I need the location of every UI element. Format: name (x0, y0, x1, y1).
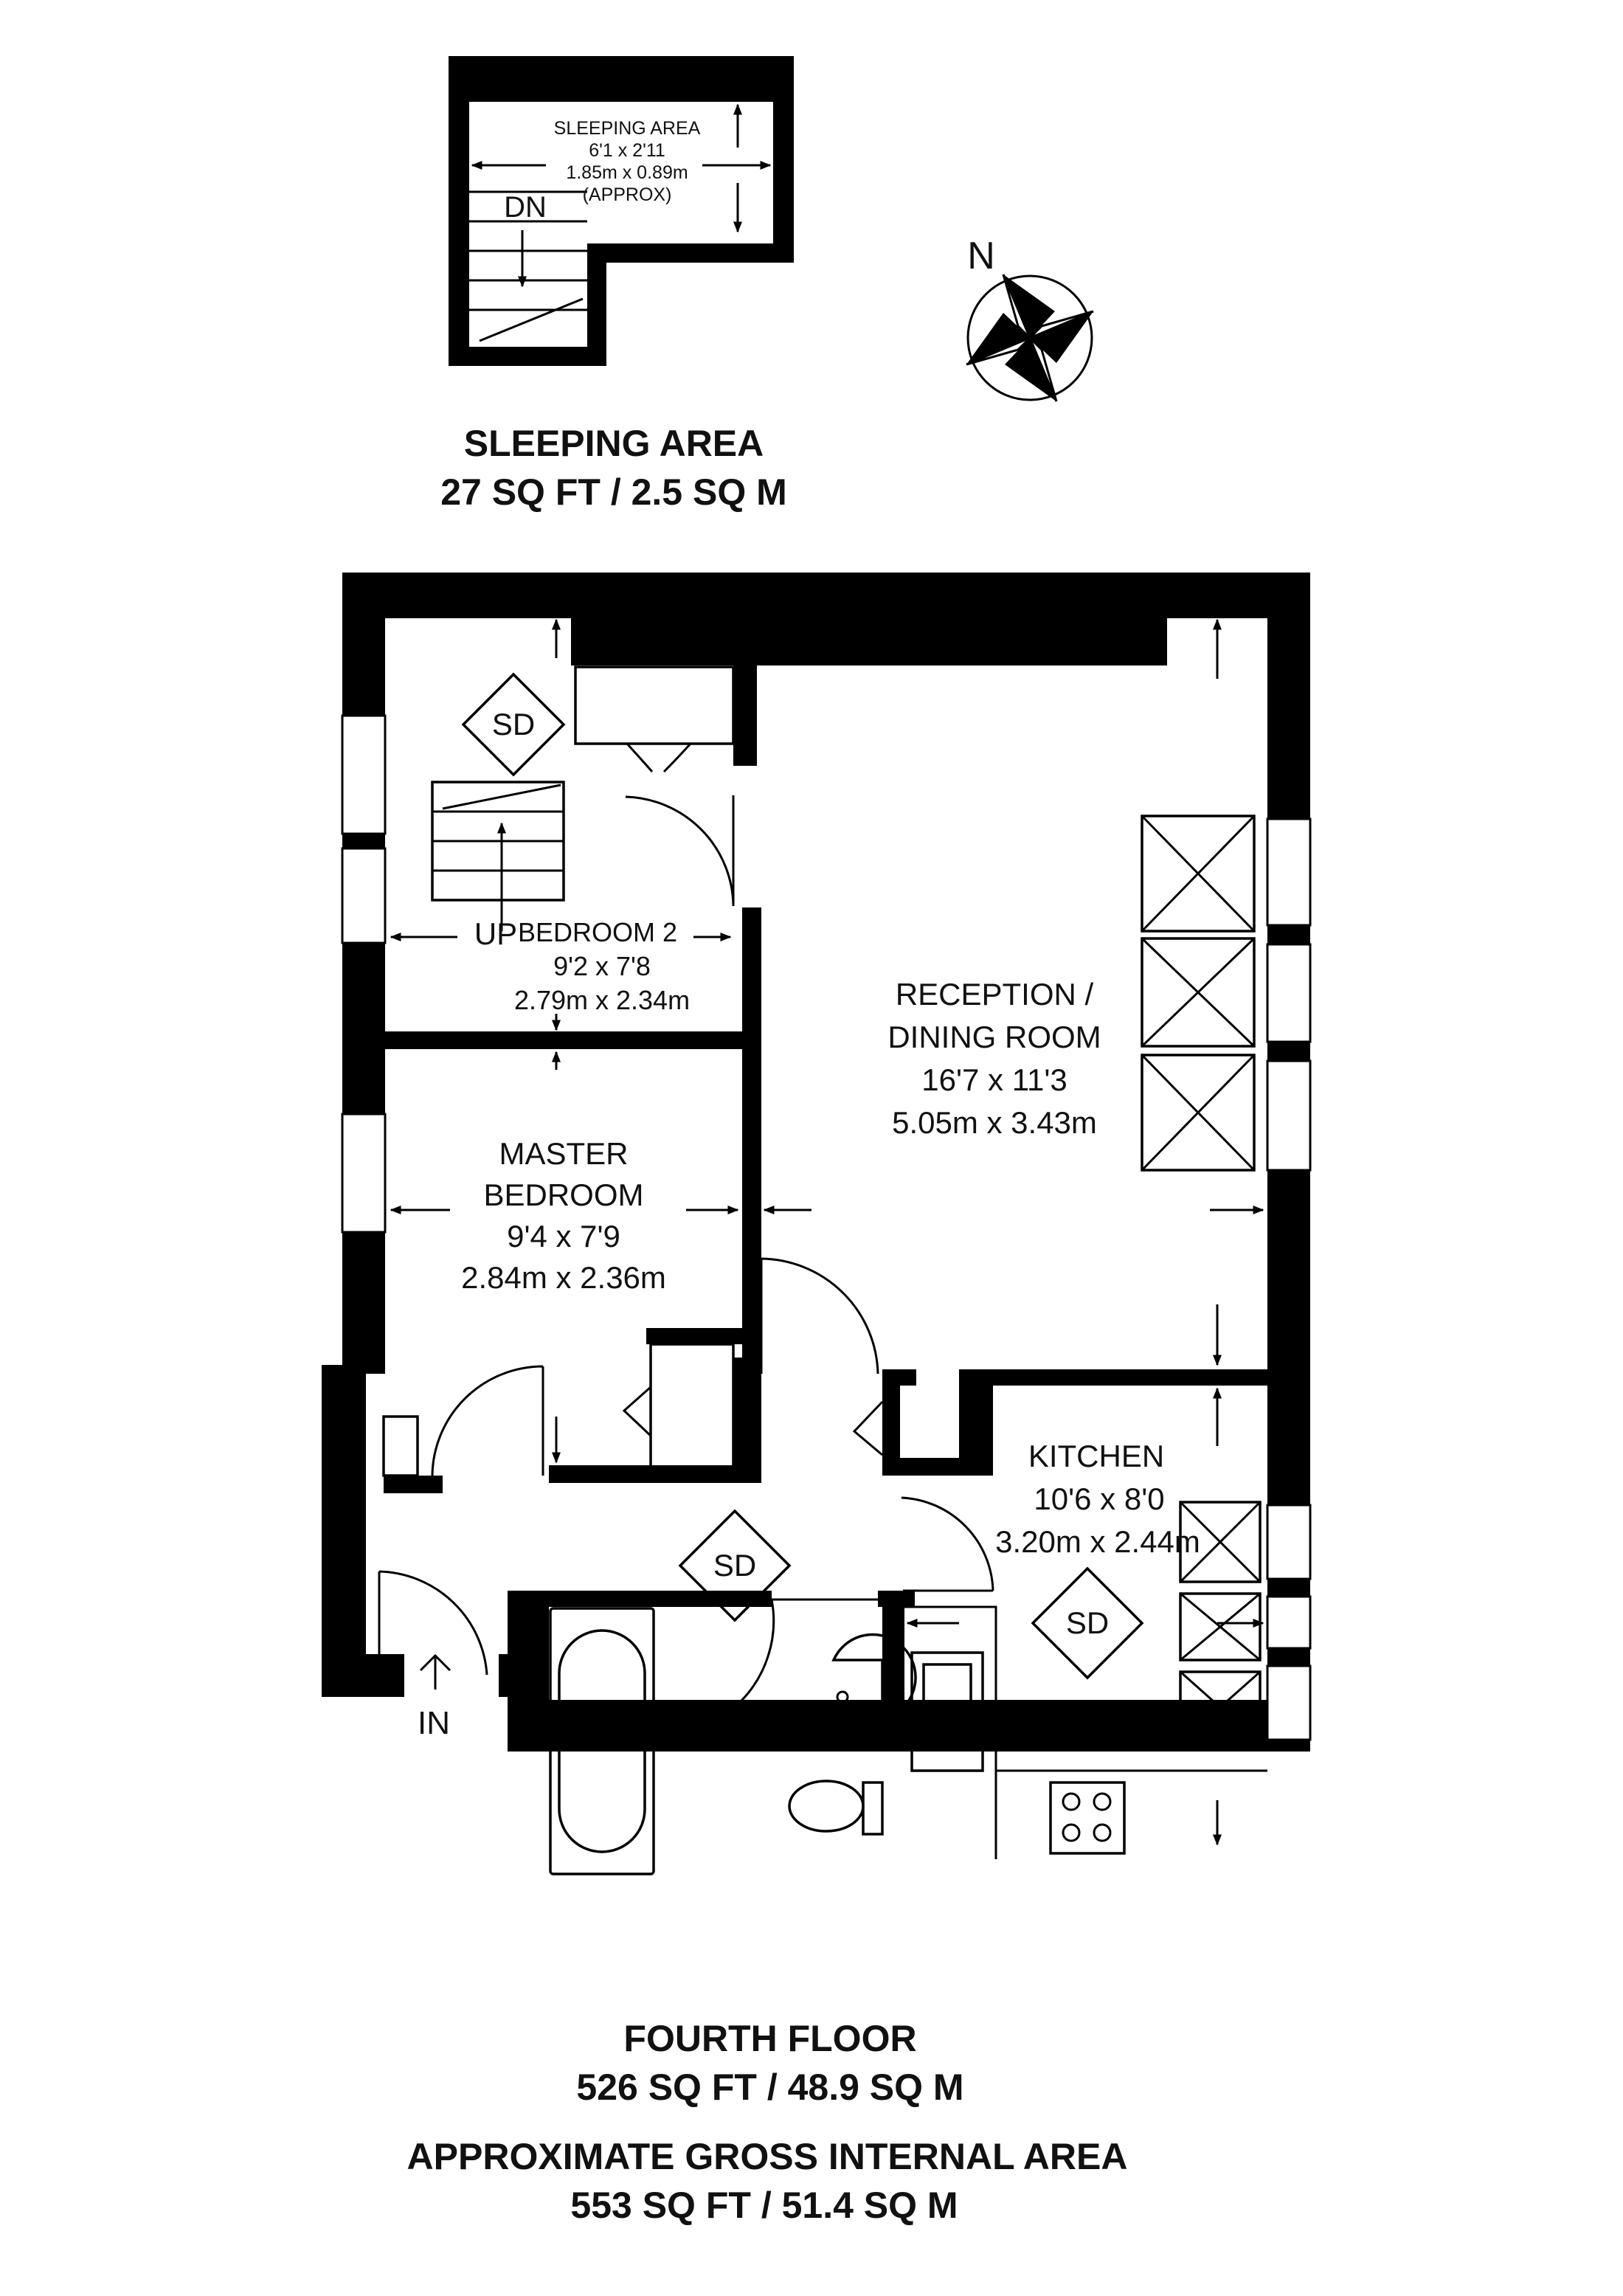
entrance-door-swing (378, 1570, 488, 1697)
window (341, 847, 387, 944)
reception-size-metric: 5.05m x 3.43m (892, 1105, 1097, 1140)
cupboard (382, 1415, 419, 1477)
dimension-arrows (390, 618, 1264, 1846)
master-bedroom-name-line2: BEDROOM (483, 1178, 643, 1212)
wardrobe (649, 1343, 735, 1468)
sleeping-area-name: SLEEPING AREA (554, 118, 701, 139)
master-bedroom-size-imperial: 9'4 x 7'9 (507, 1219, 620, 1254)
door-swing (760, 1257, 879, 1375)
sleeping-area-size-metric: 1.85m x 0.89m (566, 162, 688, 183)
door-swing (736, 1598, 878, 1706)
kitchen-size-metric: 3.20m x 2.44m (995, 1524, 1200, 1559)
sleeping-area-size-imperial: 6'1 x 2'11 (589, 140, 665, 161)
skylight (1141, 815, 1256, 933)
smoke-detector-icon (461, 672, 566, 777)
window (1266, 1595, 1312, 1650)
skylight (1141, 1054, 1256, 1172)
window (1266, 943, 1312, 1043)
window (1266, 1504, 1312, 1580)
reception-name-line1: RECEPTION / (896, 977, 1094, 1012)
kitchen-name: KITCHEN (1028, 1439, 1164, 1473)
door-swing (625, 795, 735, 907)
entrance-label: IN (418, 1705, 450, 1741)
gross-area-title: APPROXIMATE GROSS INTERNAL AREA (407, 2136, 1128, 2177)
floor-area: 526 SQ FT / 48.9 SQ M (576, 2067, 963, 2108)
skylights (1141, 815, 1262, 1744)
wardrobe (574, 665, 735, 745)
cupboard-door (852, 1400, 884, 1456)
door-swing (901, 1496, 994, 1592)
stair-up-label: UP (474, 916, 517, 951)
skylight (1141, 937, 1256, 1048)
kitchen-size-imperial: 10'6 x 8'0 (1034, 1481, 1164, 1516)
floor-title: FOURTH FLOOR (623, 2018, 916, 2059)
sleeping-area-note: (APPROX) (583, 184, 672, 205)
sleeping-area-walls (449, 56, 794, 366)
kitchen-fixtures (904, 1605, 1267, 1859)
hob (1049, 1781, 1126, 1855)
sink (910, 1651, 984, 1772)
floor-plan-walls (322, 573, 1310, 1752)
compass-north-label: N (967, 235, 995, 277)
sleeping-area-caption-area: 27 SQ FT / 2.5 SQ M (440, 471, 787, 513)
window (1266, 1059, 1312, 1172)
bathroom-fixtures (549, 1607, 917, 1875)
door-swing (431, 1365, 544, 1476)
smoke-detector-icon (1031, 1566, 1144, 1680)
wardrobe-door (626, 742, 692, 773)
windows (341, 714, 1312, 1741)
skylight (1179, 1670, 1262, 1744)
compass-rose-icon (966, 274, 1094, 402)
sleeping-area-plan: SLEEPING AREA 6'1 x 2'11 1.85m x 0.89m (… (449, 56, 794, 366)
sleeping-area-stair (469, 190, 587, 342)
entrance-arrow-icon (419, 1653, 451, 1690)
doors (378, 795, 994, 1706)
smoke-detector-icon (678, 1509, 792, 1622)
bedroom2-size-imperial: 9'2 x 7'8 (553, 951, 651, 981)
gross-area-value: 553 SQ FT / 51.4 SQ M (570, 2185, 958, 2226)
window (341, 1113, 387, 1234)
stair-down-label: DN (504, 191, 547, 224)
skylight (1179, 1501, 1262, 1583)
smoke-detector-label: SD (1066, 1605, 1109, 1640)
toilet-cistern (862, 1781, 884, 1836)
reception-name-line2: DINING ROOM (887, 1020, 1101, 1054)
wardrobe-door (622, 1386, 652, 1437)
smoke-detectors (461, 672, 1144, 1680)
smoke-detector-label: SD (492, 707, 535, 741)
smoke-detector-label: SD (713, 1548, 756, 1583)
master-bedroom-size-metric: 2.84m x 2.36m (461, 1260, 666, 1295)
bedroom2-size-metric: 2.79m x 2.34m (514, 985, 690, 1015)
sleeping-area-caption-title: SLEEPING AREA (464, 423, 764, 464)
window (1266, 817, 1312, 927)
bathtub (549, 1607, 655, 1875)
window (1266, 1664, 1312, 1741)
bedroom-stair (431, 781, 565, 931)
cupboards (382, 665, 884, 1477)
window (341, 714, 387, 835)
reception-size-imperial: 16'7 x 11'3 (921, 1062, 1067, 1097)
sink-bowl (922, 1663, 972, 1707)
master-bedroom-name-line1: MASTER (499, 1136, 628, 1171)
bedroom2-name: BEDROOM 2 (518, 917, 677, 947)
skylight (1179, 1592, 1262, 1662)
toilet (788, 1780, 865, 1833)
bathtub-basin (558, 1629, 646, 1853)
washbasin (831, 1633, 917, 1721)
